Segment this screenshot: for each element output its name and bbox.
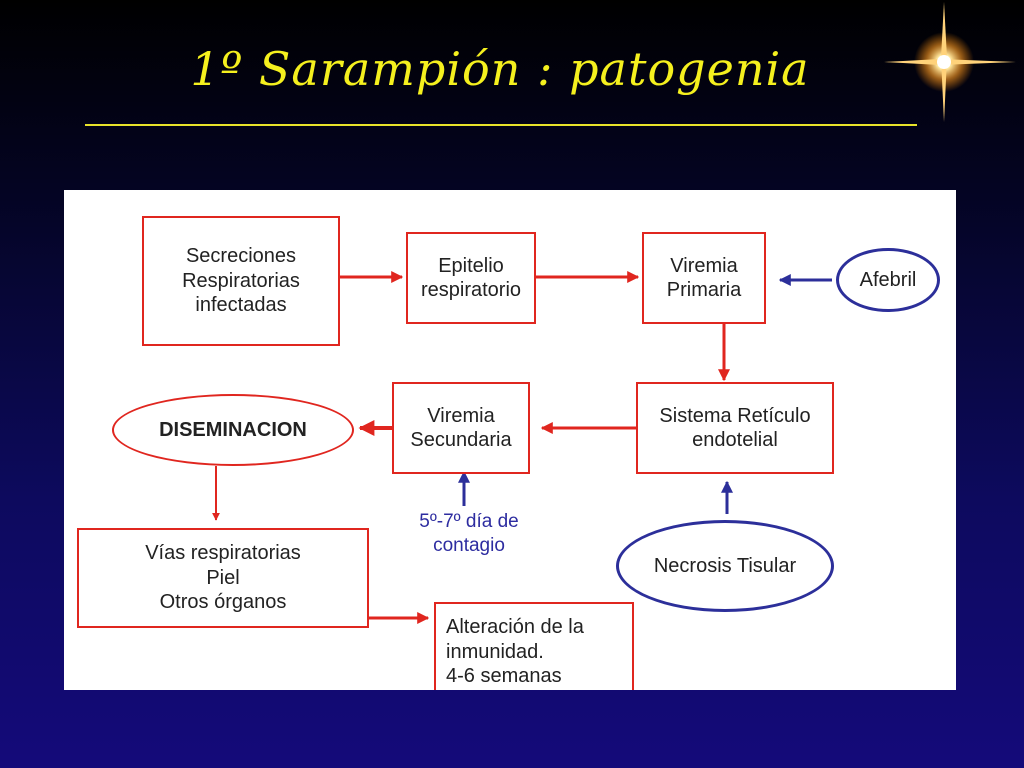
note-dia-contagio: 5º-7º día de contagio — [419, 511, 519, 556]
node-secreciones: Secreciones Respiratorias infectadas — [142, 216, 340, 346]
slide-title: 1º Sarampión : patogenia — [190, 42, 810, 96]
node-alteracion: Alteración de la inmunidad. 4-6 semanas — [434, 602, 634, 690]
node-diseminacion: DISEMINACION — [112, 394, 354, 466]
title-underline — [85, 124, 917, 126]
node-necrosis: Necrosis Tisular — [616, 520, 834, 612]
node-viremia-primaria: Viremia Primaria — [642, 232, 766, 324]
node-afebril: Afebril — [836, 248, 940, 312]
node-vias: Vías respiratorias Piel Otros órganos — [77, 528, 369, 628]
node-viremia-secundaria: Viremia Secundaria — [392, 382, 530, 474]
pathogenesis-diagram: Secreciones Respiratorias infectadas Epi… — [64, 190, 956, 690]
star-icon — [884, 2, 1016, 122]
diagram-arrows — [212, 271, 832, 624]
node-epitelio: Epitelio respiratorio — [406, 232, 536, 324]
node-sistema-reticulo: Sistema Retículo endotelial — [636, 382, 834, 474]
